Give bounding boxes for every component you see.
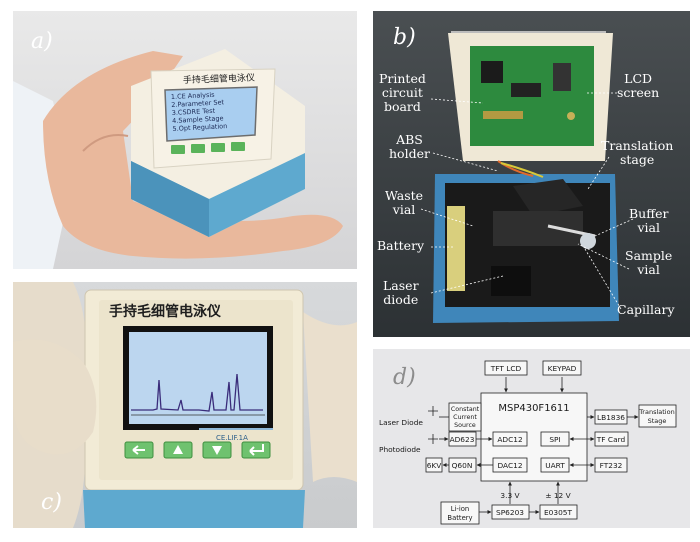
ad623-text: AD623	[450, 435, 475, 444]
device-interior-photo	[420, 31, 634, 323]
ccs-line-2: Current	[453, 414, 477, 421]
brand-label: CE.LIF.1A	[216, 434, 248, 442]
ccs-line-3: Source	[454, 422, 476, 429]
tft-lcd-text: TFT LCD	[490, 364, 522, 373]
adc12-box	[492, 431, 528, 447]
panel-d-label: d)	[393, 365, 416, 390]
laser-diode	[491, 266, 531, 296]
lb1836-text: LB1836	[597, 413, 625, 422]
adc12-text: ADC12	[497, 435, 522, 444]
v33-text: 3.3 V	[500, 491, 519, 500]
ft232-box	[594, 457, 628, 473]
electropherogram-device-photo: 手持毛细管电泳仪 CE.LIF.1A	[13, 282, 357, 528]
hand	[43, 51, 343, 259]
thumb	[13, 339, 97, 455]
menu-line-3: 3.CSDRE Test	[172, 107, 216, 117]
electropherogram-trace	[131, 373, 263, 412]
menu-line-5: 5.Opt Regulation	[172, 122, 227, 133]
device-title-small: 手持毛细管电泳仪	[183, 71, 255, 86]
keypad-box	[542, 360, 582, 376]
v12-text: ± 12 V	[545, 491, 570, 500]
capillary-label: Capillary	[617, 302, 675, 317]
photodiode-text: Photodiode	[379, 445, 421, 454]
keypad-text: KEYPAD	[548, 364, 577, 373]
handheld-device-photo: 1.CE Analysis 2.Parameter Set 3.CSDRE Te…	[13, 49, 343, 269]
q60n-text: Q60N	[452, 461, 473, 470]
battery-line-2: Battery	[447, 514, 472, 522]
sp6203-text: SP6203	[496, 508, 524, 517]
translation-stage-line-2: Stage	[648, 417, 667, 425]
ccs-box	[448, 402, 482, 432]
panel-c-label: c)	[41, 490, 62, 515]
uart-box	[540, 457, 570, 473]
glove-right	[303, 312, 357, 482]
kv-text: 6KV	[427, 461, 442, 470]
battery-label: Battery	[377, 238, 425, 253]
buffer-vial	[580, 233, 596, 249]
translation-stage-box	[638, 404, 677, 428]
ccs-line-1: Constant	[451, 406, 480, 413]
spi-text: SPI	[549, 435, 560, 444]
tfcard-box	[594, 431, 629, 447]
dac12-text: DAC12	[497, 461, 522, 470]
menu-line-2: 2.Parameter Set	[171, 98, 225, 109]
electropherogram-screen	[129, 332, 267, 424]
menu-screen	[164, 86, 258, 142]
ft232-text: FT232	[600, 461, 623, 470]
panel-a-label: a)	[31, 29, 53, 54]
menu-line-1: 1.CE Analysis	[171, 91, 216, 101]
panel-c-photo: 手持毛细管电泳仪 CE.LIF.1A c)	[13, 282, 357, 528]
e0305t-text: E0305T	[544, 508, 572, 517]
uart-text: UART	[545, 461, 565, 470]
tfcard-text: TF Card	[596, 435, 626, 444]
battery	[447, 206, 465, 291]
battery-box	[440, 501, 480, 525]
device-base	[83, 490, 305, 528]
device-title: 手持毛细管电泳仪	[109, 303, 222, 320]
e0305t-box	[539, 504, 578, 520]
menu-line-4: 4.Sample Stage	[172, 114, 224, 125]
translation-stage-line-1: Translation	[638, 408, 674, 416]
mcu-text: MSP430F1611	[498, 403, 569, 414]
block-diagram: TFT LCD KEYPAD MSP430F1611 Constant Curr…	[379, 360, 677, 525]
laser-diode-text: Laser Diode	[379, 418, 423, 427]
device-buttons	[124, 441, 271, 459]
battery-line-1: Li-ion	[451, 505, 469, 513]
spi-box	[540, 431, 570, 447]
panel-b-label: b)	[393, 25, 416, 50]
kv-box	[425, 457, 443, 473]
panel-d-block-diagram: TFT LCD KEYPAD MSP430F1611 Constant Curr…	[373, 349, 690, 528]
device-buttons-small	[171, 142, 245, 154]
abs-holder	[513, 179, 583, 216]
panel-a-photo: 1.CE Analysis 2.Parameter Set 3.CSDRE Te…	[13, 11, 357, 269]
tft-lcd-box	[484, 360, 528, 376]
